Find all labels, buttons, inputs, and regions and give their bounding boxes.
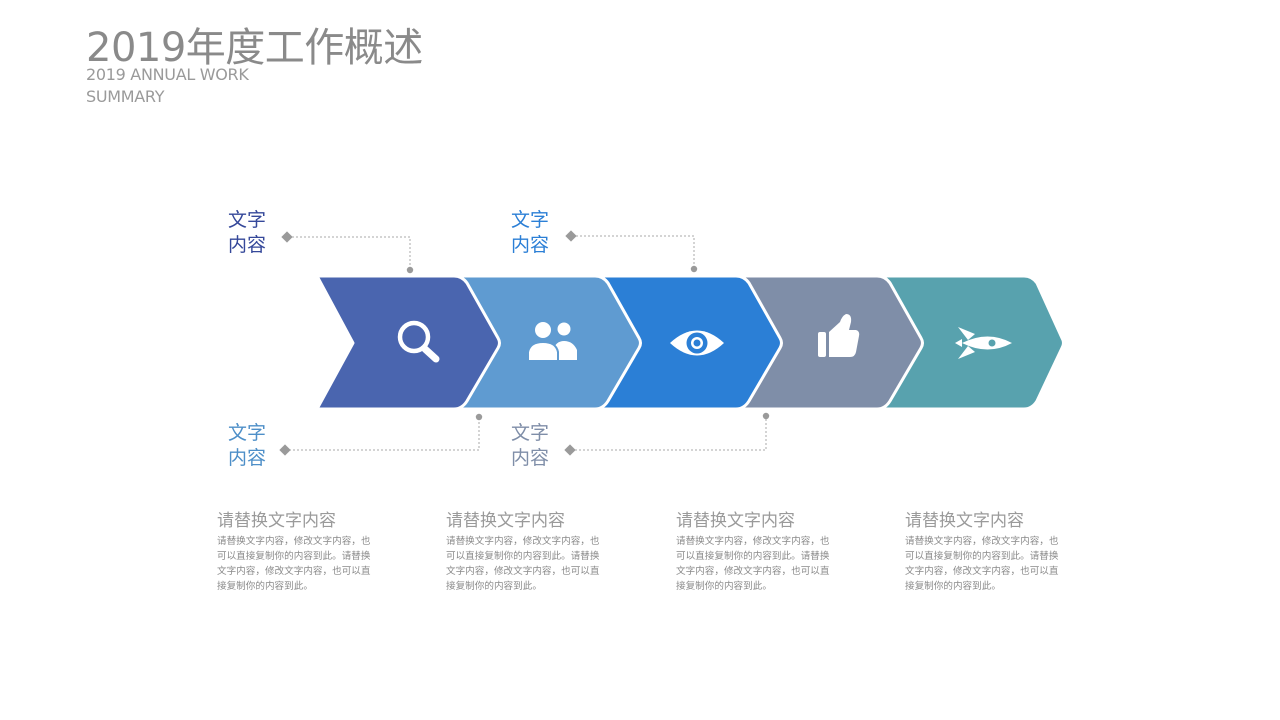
rocket-icon (955, 327, 1012, 359)
search-icon (397, 320, 440, 363)
description-body: 请替换文字内容，修改文字内容，也可以直接复制你的内容到此。请替换文字内容，修改文… (676, 536, 830, 592)
connector-line-2 (576, 235, 695, 268)
description-block-1: 请替换文字内容 请替换文字内容，修改文字内容，也可以直接复制你的内容到此。请替换… (217, 510, 379, 594)
connector-dot-4 (762, 412, 770, 420)
description-block-4: 请替换文字内容 请替换文字内容，修改文字内容，也可以直接复制你的内容到此。请替换… (905, 510, 1067, 594)
description-block-3: 请替换文字内容 请替换文字内容，修改文字内容，也可以直接复制你的内容到此。请替换… (676, 510, 838, 594)
connector-line-3 (289, 417, 480, 451)
page-title: 2019年度工作概述 (86, 25, 423, 71)
description-title: 请替换文字内容 (676, 511, 795, 531)
description-body: 请替换文字内容，修改文字内容，也可以直接复制你的内容到此。请替换文字内容，修改文… (446, 536, 600, 592)
page-subtitle: 2019 ANNUAL WORK SUMMARY (86, 65, 249, 106)
step-label-2: 文字 内容 (228, 421, 276, 471)
description-block-2: 请替换文字内容 请替换文字内容，修改文字内容，也可以直接复制你的内容到此。请替换… (446, 510, 608, 594)
step-label-1: 文字 内容 (228, 208, 276, 258)
arrow-step-1 (315, 274, 501, 411)
connector-diamond-1 (281, 231, 293, 243)
eye-icon (670, 330, 724, 356)
step-label-2-line2: 内容 (228, 447, 267, 469)
connector-line-1 (292, 236, 411, 269)
step-label-4-line1: 文字 (511, 422, 550, 444)
connector-dot-3 (475, 413, 483, 421)
step-label-3-line2: 内容 (511, 234, 550, 256)
connector-dot-2 (690, 265, 698, 273)
description-title: 请替换文字内容 (217, 511, 336, 531)
connector-diamond-4 (564, 444, 576, 456)
thumbs-up-icon (818, 314, 860, 357)
connector-diamond-3 (279, 444, 291, 456)
step-label-1-line1: 文字 (228, 209, 267, 231)
step-label-1-line2: 内容 (228, 234, 267, 256)
connector-line-4 (575, 416, 767, 451)
step-label-2-line1: 文字 (228, 422, 267, 444)
users-icon (527, 320, 577, 362)
step-label-4-line2: 内容 (511, 447, 550, 469)
description-title: 请替换文字内容 (446, 511, 565, 531)
step-label-3: 文字 内容 (511, 208, 559, 258)
description-title: 请替换文字内容 (905, 511, 1024, 531)
step-label-3-line1: 文字 (511, 209, 550, 231)
description-body: 请替换文字内容，修改文字内容，也可以直接复制你的内容到此。请替换文字内容，修改文… (905, 536, 1059, 592)
connector-diamond-2 (565, 230, 577, 242)
description-body: 请替换文字内容，修改文字内容，也可以直接复制你的内容到此。请替换文字内容，修改文… (217, 536, 371, 592)
connector-dot-1 (406, 266, 414, 274)
step-label-4: 文字 内容 (511, 421, 559, 471)
